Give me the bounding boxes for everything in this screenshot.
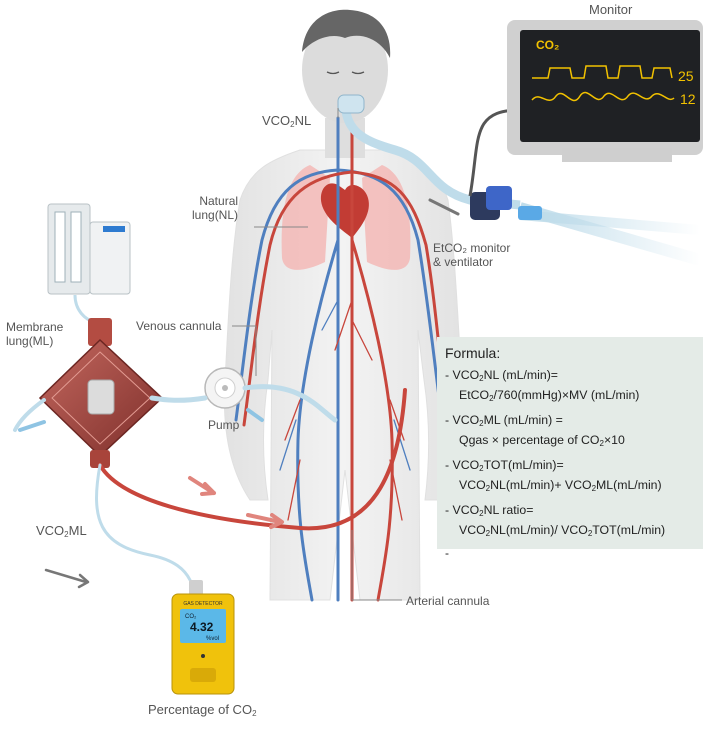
monitor-co2-value: 25	[678, 68, 694, 84]
patient-monitor: CO₂ 25 12	[468, 20, 703, 197]
detector-unit: %vol	[206, 636, 219, 642]
sweep-gas-line	[73, 294, 96, 324]
label-membrane-lung: Membrane lung(ML)	[6, 320, 64, 348]
detector-value: 4.32	[190, 620, 214, 634]
ecmo-circuit	[13, 384, 407, 582]
monitor-resp-value: 12	[680, 91, 696, 107]
formula-item-vco2nl-ratio: - VCO2NL ratio= VCO2NL(mL/min)/ VCO2TOT(…	[445, 503, 666, 538]
gas-flowmeter	[47, 203, 131, 295]
membrane-lung	[38, 318, 164, 468]
monitor-screen	[520, 30, 700, 142]
detector-gas: CO₂	[185, 614, 197, 620]
label-monitor: Monitor	[589, 2, 633, 17]
label-etco2-monitor: EtCO₂ monitor & ventilator	[433, 241, 511, 269]
label-arterial-cannula: Arterial cannula	[406, 594, 490, 608]
ventilator-circuit	[337, 94, 702, 266]
label-percentage-co2: Percentage of CO2	[148, 702, 257, 719]
monitor-co2-label: CO₂	[536, 38, 559, 52]
formula-box: Formula: - VCO2NL (mL/min)= EtCO2/760(mm…	[437, 337, 703, 559]
label-natural-lung: Natural lung(NL)	[192, 194, 239, 222]
label-vco2ml: VCO2ML	[36, 523, 87, 540]
formula-title: Formula:	[445, 345, 501, 361]
detector-display	[180, 609, 226, 643]
detector-brand: GAS DETECTOR	[183, 601, 223, 607]
flow-arrows	[18, 198, 460, 589]
label-pump: Pump	[208, 418, 240, 432]
formula-end: -	[445, 546, 449, 560]
label-vco2nl: VCO2NL	[262, 113, 312, 130]
formula-item-vco2nl: - VCO2NL (mL/min)= EtCO2/760(mmHg)×MV (m…	[445, 368, 640, 403]
gas-detector: GAS DETECTOR CO₂ 4.32 %vol	[171, 580, 235, 695]
centrifugal-pump	[204, 367, 246, 409]
formula-item-vco2ml: - VCO2ML (mL/min) = Qgas × percentage of…	[445, 413, 625, 448]
formula-item-vco2tot: - VCO2TOT(mL/min)= VCO2NL(mL/min)+ VCO2M…	[445, 458, 662, 493]
label-venous-cannula: Venous cannula	[136, 319, 222, 333]
leader-lines	[232, 108, 402, 601]
head	[302, 17, 388, 123]
heart	[320, 183, 369, 238]
